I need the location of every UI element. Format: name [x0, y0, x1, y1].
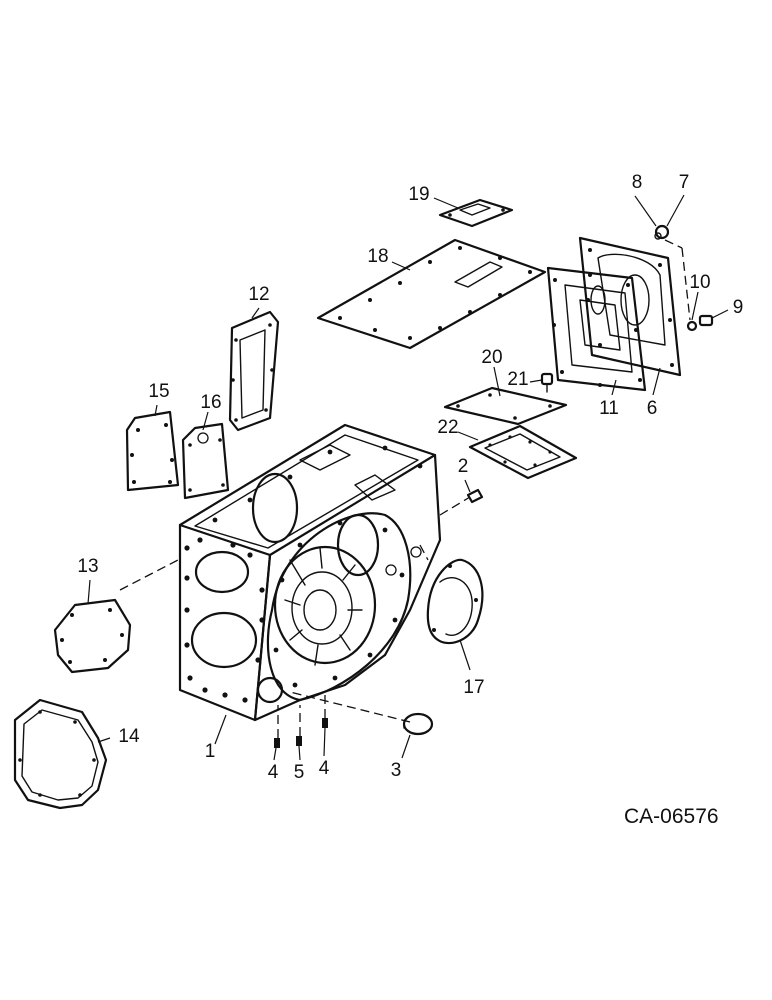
- callout-12: 12: [248, 284, 269, 305]
- part-11-gasket: [546, 266, 647, 392]
- callout-10: 10: [689, 272, 710, 293]
- part-17-cover: [426, 558, 484, 645]
- transmission-housing: [178, 423, 442, 722]
- leader-lines: [87, 194, 729, 761]
- callout-19: 19: [408, 184, 429, 205]
- part-20-plate: [443, 386, 568, 426]
- callout-17: 17: [463, 677, 484, 698]
- callout-4-left: 4: [268, 762, 279, 783]
- callout-8: 8: [632, 172, 643, 193]
- callout-3: 3: [391, 760, 402, 781]
- callout-14: 14: [118, 726, 140, 747]
- part-6-end-cover: [578, 236, 682, 377]
- callout-13: 13: [77, 556, 98, 577]
- part-21-plug: [540, 372, 554, 393]
- studs-4-5: [274, 718, 328, 748]
- callout-4-right: 4: [319, 758, 330, 779]
- part-18-plate: [316, 238, 547, 350]
- callout-16: 16: [200, 392, 221, 413]
- callout-1: 1: [205, 741, 216, 762]
- callout-11: 11: [599, 398, 619, 419]
- small-hardware: [466, 224, 714, 504]
- callout-18: 18: [367, 246, 388, 267]
- callout-15: 15: [148, 381, 169, 402]
- alignment-lines: [119, 239, 691, 738]
- callout-20: 20: [481, 347, 502, 368]
- part-16-gasket: [181, 422, 230, 500]
- part-12-gasket: [228, 310, 280, 432]
- part-22-gasket: [468, 424, 578, 480]
- callout-6: 6: [647, 398, 658, 419]
- callout-5: 5: [294, 762, 305, 783]
- callout-7: 7: [679, 172, 690, 193]
- figure-id-label: CA-06576: [624, 805, 719, 828]
- part-15-cover: [125, 410, 180, 492]
- callout-9: 9: [733, 297, 744, 318]
- part-14-gasket: [13, 698, 108, 810]
- part-19-cover: [438, 198, 514, 228]
- part-13-cover: [53, 598, 132, 674]
- callout-labels: 1 2 3 4 5 4 6 7 8 9 10 11 12 13 14 15 16…: [77, 172, 743, 783]
- callout-2: 2: [458, 456, 469, 477]
- callout-21: 21: [507, 369, 528, 390]
- callout-22: 22: [437, 417, 458, 438]
- part-3-plug: [402, 712, 434, 736]
